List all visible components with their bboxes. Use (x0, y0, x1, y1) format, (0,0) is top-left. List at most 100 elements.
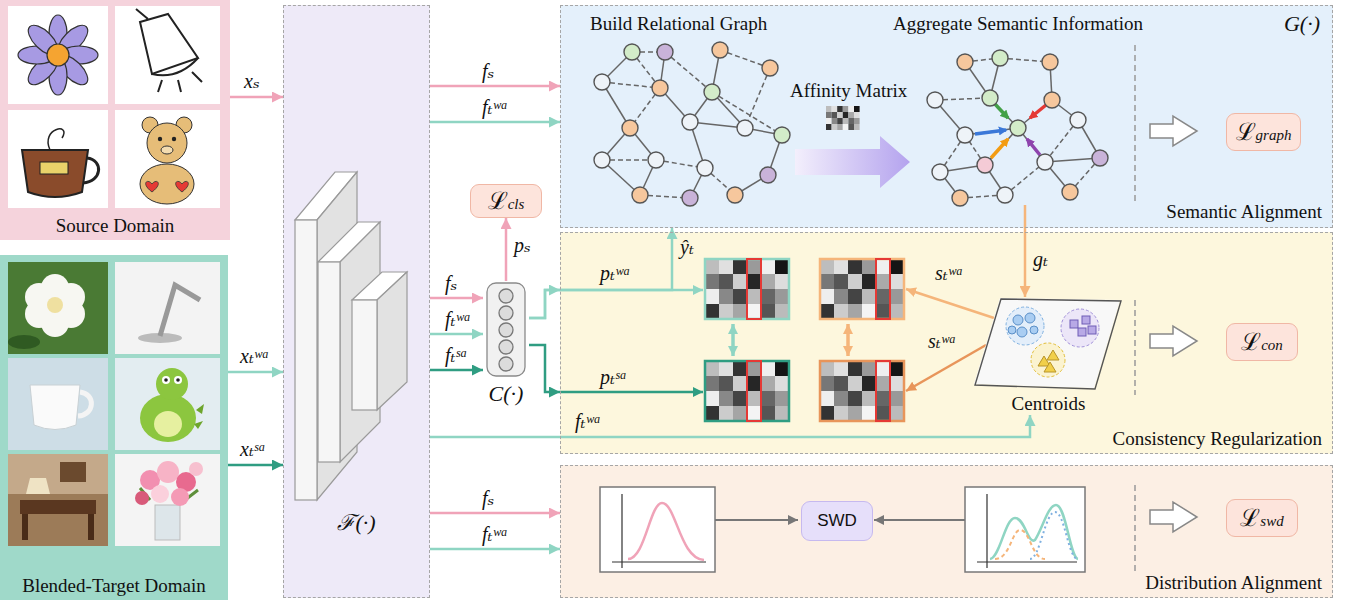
target-images (194, 404, 204, 429)
node-label: ℒcon (1241, 330, 1283, 354)
text-holder: Consistency Regularization (1113, 428, 1322, 450)
aggregated-graph (1062, 184, 1078, 200)
variable-label: fₛ (445, 272, 457, 294)
region-title: Consistency Regularization (1113, 428, 1322, 449)
flow-arrow (1024, 228, 1027, 297)
source-images (115, 110, 220, 208)
variable-label: sₜʷᵃ (935, 262, 963, 284)
aggregated-graph (927, 92, 943, 108)
target-images (135, 491, 149, 505)
variable-label: fₜʷᵃ (445, 308, 471, 330)
source-images (47, 44, 69, 66)
relational-graph (774, 127, 790, 143)
node-label: ℒswd (1240, 506, 1283, 530)
centroid-clusters (1008, 326, 1016, 334)
relational-graph (594, 42, 790, 206)
centroid-clusters (1070, 316, 1096, 336)
alignment-region: SWD ℒswdDistribution Alignment (560, 465, 1333, 598)
aggregated-graph (957, 54, 973, 70)
text-holder: fₛ (482, 487, 494, 510)
panel-fill (0, 255, 228, 600)
flow-arrow (529, 345, 560, 392)
region-title: Blended-Target Domain (22, 575, 206, 596)
aggregated-graph (997, 187, 1013, 203)
panel-fill (560, 465, 1333, 598)
variable-label: fₜʷᵃ (482, 523, 508, 545)
target-images (171, 488, 189, 506)
flow-arrow (529, 228, 672, 318)
prediction-matrices (820, 361, 904, 421)
feature-extractor: ℱ(·) (283, 5, 430, 598)
swd-box: SWD (801, 501, 873, 541)
text-holder: fₜʷᵃ (482, 96, 508, 119)
relational-graph (727, 187, 743, 203)
variable-label: pₜˢᵃ (600, 366, 627, 388)
target-images (60, 462, 86, 482)
centroid-clusters (1088, 326, 1096, 334)
source-images (83, 158, 99, 183)
aggregated-graph (1030, 105, 1046, 118)
flow-arrow (430, 121, 560, 124)
relational-graph (697, 160, 713, 176)
variable-label: fₜˢᵃ (445, 344, 468, 366)
source-images (115, 6, 220, 104)
prediction-matrices (731, 324, 735, 356)
loss-box: ℒswd (1226, 499, 1298, 537)
target-images (30, 385, 80, 430)
text-holder: pₜˢᵃ (600, 366, 627, 389)
prediction-matrices (747, 361, 761, 421)
prediction-matrices (820, 259, 904, 319)
text-holder: sₜʷᵃ (935, 262, 963, 285)
flow-arrow (230, 96, 283, 99)
relational-graph (594, 152, 610, 168)
aggregated-graph (975, 103, 1046, 158)
panel-fill (560, 232, 1333, 454)
text-holder: C(·) (483, 382, 529, 406)
text-holder: xₜˢᵃ (240, 438, 266, 461)
variable-label: xₜʷᵃ (240, 345, 270, 367)
relational-graph (762, 60, 778, 76)
aggregated-graph (935, 58, 1100, 198)
loss-separators (1150, 502, 1197, 532)
text-holder: Distribution Alignment (1145, 572, 1322, 594)
region-title: G(·) (1284, 11, 1320, 36)
flow-arrow (430, 548, 560, 551)
text-holder: ŷₜ (680, 236, 694, 259)
aggregated-graph (1042, 54, 1058, 70)
flow-arrow (430, 333, 483, 336)
target-images (176, 378, 180, 382)
centroids-plane: Centroids (971, 297, 1126, 415)
affinity-matrix-icon (795, 136, 910, 188)
target-images (26, 478, 50, 494)
prediction-matrices (820, 361, 904, 421)
flow-arrow (228, 371, 283, 374)
distribution-plots (612, 494, 706, 568)
relational-graph (760, 167, 776, 183)
text-holder: Build Relational Graph (590, 13, 767, 35)
domain-panel: Blended-Target Domain (0, 255, 228, 600)
flow-arrow (228, 464, 283, 467)
prediction-matrices (705, 361, 789, 421)
prediction-matrices (560, 259, 994, 421)
relational-graph (624, 44, 640, 60)
alignment-region: ℒgraphG(·)Semantic Alignment (560, 5, 1333, 228)
relational-graph (737, 120, 753, 136)
centroid-clusters (1008, 313, 1038, 337)
text-holder: pₜʷᵃ (600, 262, 631, 285)
distribution-plots (977, 494, 1077, 568)
region-title: ℱ(·) (337, 510, 375, 535)
aggregated-graph (1070, 112, 1086, 128)
prediction-matrices (906, 289, 994, 318)
plane-outline (975, 299, 1121, 389)
backbone-blocks (377, 272, 407, 410)
source-images (172, 137, 176, 141)
relational-graph (682, 190, 698, 206)
classifier-neurons (499, 306, 513, 320)
text-holder: Centroids (971, 393, 1126, 415)
target-images (47, 297, 63, 313)
region-title: Source Domain (56, 215, 175, 236)
distribution-plots (874, 519, 965, 521)
panel-fill (0, 0, 1333, 600)
